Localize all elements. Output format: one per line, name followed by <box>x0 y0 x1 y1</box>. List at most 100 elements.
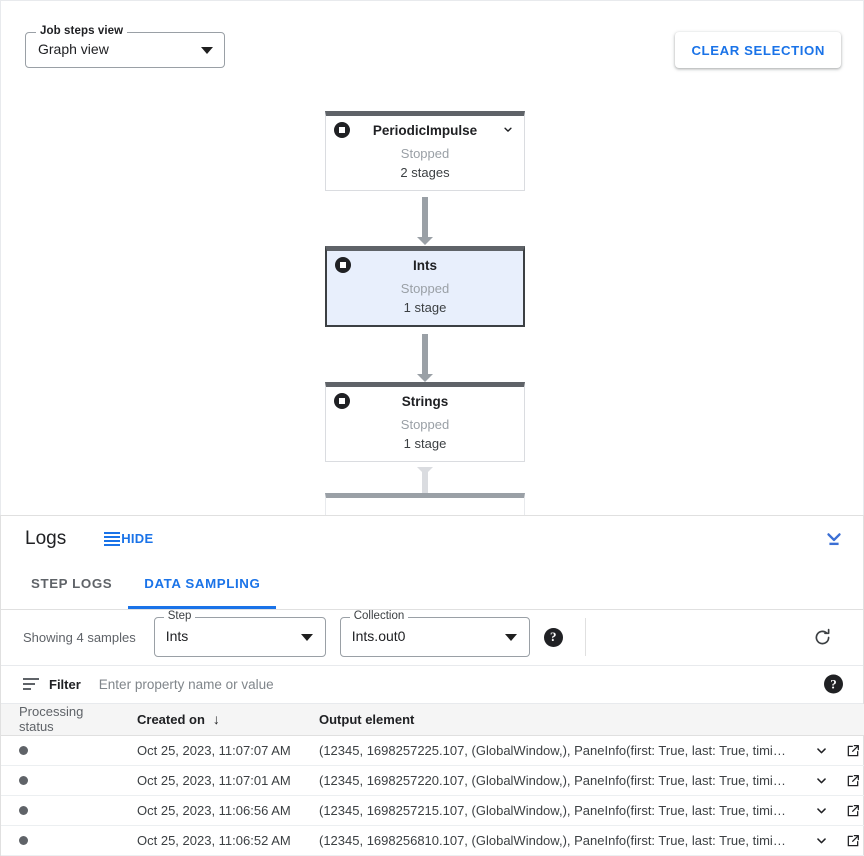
open-in-new-button[interactable] <box>841 739 864 763</box>
job-steps-view-value: Graph view <box>38 41 109 57</box>
node-header: Ints <box>327 251 523 279</box>
cell-output-element: (12345, 1698257225.107, (GlobalWindow,),… <box>311 735 801 766</box>
filter-bar: Filter ? <box>1 666 863 704</box>
cell-processing-status <box>1 735 129 766</box>
table-header: Processing status Created on ↓ Output ele… <box>1 703 864 736</box>
status-dot-icon <box>19 746 28 755</box>
status-dot-icon <box>19 806 28 815</box>
logs-tabs: STEP LOGS DATA SAMPLING <box>1 562 863 610</box>
logs-header: Logs HIDE <box>1 516 863 562</box>
graph-edge-1 <box>422 197 428 241</box>
cell-output-element: (12345, 1698256810.107, (GlobalWindow,),… <box>311 825 801 856</box>
sort-descending-icon: ↓ <box>212 711 220 728</box>
column-output-element[interactable]: Output element <box>311 703 801 736</box>
refresh-button[interactable] <box>809 624 835 650</box>
expand-row-button[interactable] <box>809 829 833 853</box>
chevron-down-icon[interactable] <box>501 123 515 137</box>
cell-processing-status <box>1 765 129 796</box>
open-in-new-icon <box>847 834 859 846</box>
list-lines-icon <box>104 531 121 546</box>
chevron-down-icon <box>300 634 313 641</box>
collection-select-value: Ints.out0 <box>351 628 406 644</box>
job-steps-view-select[interactable]: Job steps view Graph view <box>25 25 225 68</box>
open-in-new-icon <box>847 804 859 816</box>
chevron-down-icon <box>816 808 826 814</box>
node-stages: 2 stages <box>400 165 450 180</box>
node-title: Ints <box>412 257 437 273</box>
table-row[interactable]: Oct 25, 2023, 11:07:01 AM (12345, 169825… <box>1 765 864 796</box>
logs-panel: Logs HIDE STEP LOGS DATA SAMPLING Showin… <box>0 514 864 856</box>
status-dot-icon <box>19 836 28 845</box>
status-dot-icon <box>19 776 28 785</box>
graph-node-strings[interactable]: Strings Stopped 1 stage <box>325 382 525 462</box>
node-header: PeriodicImpulse <box>326 116 524 144</box>
filter-input[interactable] <box>98 676 847 692</box>
column-created-on[interactable]: Created on ↓ <box>129 703 311 736</box>
stop-circle-icon <box>334 122 350 138</box>
table-header-row: Processing status Created on ↓ Output ele… <box>1 703 864 736</box>
cell-created-on: Oct 25, 2023, 11:06:56 AM <box>129 795 311 826</box>
divider <box>584 618 586 656</box>
graph-edge-arrow-2 <box>417 374 433 382</box>
collapse-panel-button[interactable] <box>821 526 847 552</box>
graph-edge-3 <box>422 469 428 513</box>
tab-step-logs[interactable]: STEP LOGS <box>15 562 128 609</box>
cell-processing-status <box>1 795 129 826</box>
open-in-new-button[interactable] <box>841 829 864 853</box>
graph-edge-arrow-3 <box>417 467 433 475</box>
chevron-down-icon <box>504 634 517 641</box>
cell-output-element: (12345, 1698257220.107, (GlobalWindow,),… <box>311 765 801 796</box>
table-body: Oct 25, 2023, 11:07:07 AM (12345, 169825… <box>1 735 864 856</box>
node-status: Stopped <box>400 281 450 296</box>
column-expand <box>801 703 833 736</box>
node-stages: 1 stage <box>403 436 447 451</box>
clear-selection-button[interactable]: CLEAR SELECTION <box>675 32 841 68</box>
tab-data-sampling[interactable]: DATA SAMPLING <box>128 562 277 609</box>
open-in-new-button[interactable] <box>841 769 864 793</box>
column-created-on-label: Created on <box>137 712 205 728</box>
graph-toolbar: Job steps view Graph view CLEAR SELECTIO… <box>1 1 863 93</box>
node-title: PeriodicImpulse <box>372 122 478 138</box>
hide-logs-label: HIDE <box>121 531 154 546</box>
hide-logs-button[interactable]: HIDE <box>104 531 153 546</box>
graph-node-ints[interactable]: Ints Stopped 1 stage <box>325 246 525 327</box>
graph-node-periodicimpulse[interactable]: PeriodicImpulse Stopped 2 stages <box>325 111 525 191</box>
open-in-new-button[interactable] <box>841 799 864 823</box>
cell-output-element: (12345, 1698257215.107, (GlobalWindow,),… <box>311 795 801 826</box>
graph-edge-arrow-1 <box>417 237 433 245</box>
graph-edge-2 <box>422 334 428 378</box>
node-status: Stopped <box>400 417 450 432</box>
collection-select[interactable]: Collection Ints.out0 <box>339 610 530 657</box>
open-in-new-icon <box>847 774 859 786</box>
table-row[interactable]: Oct 25, 2023, 11:07:07 AM (12345, 169825… <box>1 735 864 766</box>
help-icon[interactable]: ? <box>543 627 563 647</box>
table-row[interactable]: Oct 25, 2023, 11:06:52 AM (12345, 169825… <box>1 825 864 856</box>
step-select[interactable]: Step Ints <box>153 610 326 657</box>
open-in-new-icon <box>847 744 859 756</box>
step-select-label: Step <box>163 610 196 622</box>
chevron-down-icon <box>816 748 826 754</box>
node-header: Strings <box>326 387 524 415</box>
column-processing-status[interactable]: Processing status <box>1 703 129 736</box>
stop-circle-icon <box>334 393 350 409</box>
collapse-down-icon <box>827 532 841 545</box>
expand-row-button[interactable] <box>809 739 833 763</box>
job-graph-pane: Job steps view Graph view CLEAR SELECTIO… <box>0 0 864 515</box>
filter-icon <box>23 678 39 690</box>
chevron-down-icon <box>816 838 826 844</box>
expand-row-button[interactable] <box>809 769 833 793</box>
cell-processing-status <box>1 825 129 856</box>
filter-help-icon[interactable]: ? <box>824 674 843 694</box>
expand-row-button[interactable] <box>809 799 833 823</box>
graph-node-partial[interactable] <box>325 493 525 515</box>
table-row[interactable]: Oct 25, 2023, 11:06:56 AM (12345, 169825… <box>1 795 864 826</box>
stop-circle-icon <box>335 257 351 273</box>
column-open <box>833 703 864 736</box>
chevron-down-icon <box>816 778 826 784</box>
graph-canvas[interactable]: PeriodicImpulse Stopped 2 stages Ints St… <box>1 93 863 515</box>
node-stages: 1 stage <box>403 300 447 315</box>
job-steps-view-label: Job steps view <box>36 25 128 37</box>
filter-label: Filter <box>49 676 81 692</box>
refresh-icon <box>815 628 829 644</box>
